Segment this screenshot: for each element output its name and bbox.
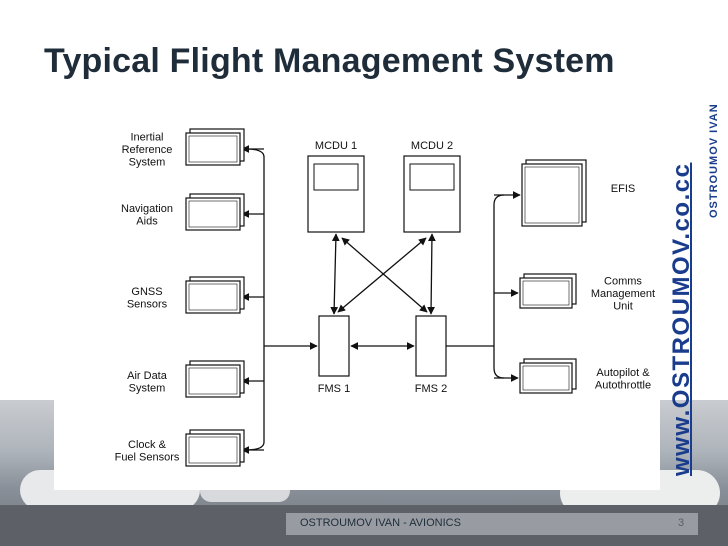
fms-label-1: FMS 2 [415, 383, 447, 395]
footer-bar [286, 513, 698, 535]
output-label-2-line-0: Autopilot & [596, 367, 650, 379]
sensor-box-1-inner [188, 200, 238, 228]
output-label-0-line-0: EFIS [611, 183, 635, 195]
sensor-label-0-line-2: System [129, 157, 166, 169]
sensor-box-2-front [185, 280, 241, 314]
sensor-bus [245, 148, 265, 451]
unit-labels: InertialReferenceSystemNavigationAidsGNS… [115, 132, 656, 464]
side-website-link[interactable]: www.OSTROUMOV.co.cc [668, 162, 695, 476]
output-box-1-inner [522, 280, 570, 306]
sensor-box-0-inner [188, 135, 238, 163]
fms-box-0 [318, 315, 350, 377]
mcdu-label-0: MCDU 1 [315, 140, 357, 152]
sensor-label-1-line-1: Aids [136, 215, 158, 227]
sensor-label-2-line-1: Sensors [127, 298, 168, 310]
sensor-box-1-front [185, 197, 241, 231]
sensor-box-4-front [185, 433, 241, 467]
output-box-2-front [519, 362, 573, 394]
mcdu-screen-0 [313, 163, 359, 191]
slide-title: Typical Flight Management System [44, 42, 615, 80]
footer-text: OSTROUMOV IVAN - AVIONICS [300, 517, 461, 529]
sensor-label-0-line-0: Inertial [130, 132, 163, 144]
output-label-1-line-2: Unit [613, 301, 633, 313]
sensor-label-1-line-0: Navigation [121, 203, 173, 215]
output-box-0-front [521, 163, 583, 227]
unit-boxes [185, 128, 587, 467]
mcdu2-fms2-link [427, 233, 436, 315]
output-label-2-line-1: Autothrottle [595, 379, 651, 391]
mcdu2-fms1-link [337, 237, 427, 313]
sensor-label-3-line-1: System [129, 382, 166, 394]
fms-label-0: FMS 1 [318, 383, 350, 395]
output-box-0-inner [524, 166, 580, 224]
sensor-box-3-front [185, 364, 241, 398]
sensor-box-0-front [185, 132, 241, 166]
page-number: 3 [678, 517, 685, 529]
mcdu-screen-1 [409, 163, 455, 191]
sensor-label-3-line-0: Air Data [127, 370, 168, 382]
sensor-box-4-inner [188, 436, 238, 464]
mcdu1-fms1-link [330, 233, 340, 315]
sensor-label-0-line-1: Reference [122, 144, 173, 156]
output-bus [493, 194, 505, 379]
side-author-label: OSTROUMOV IVAN [708, 103, 720, 218]
sensor-box-2-inner [188, 283, 238, 311]
connector-lines [241, 145, 521, 454]
output-box-1-front [519, 277, 573, 309]
output-box-2-inner [522, 365, 570, 391]
sensor-label-2-line-0: GNSS [131, 286, 162, 298]
sensor-box-3-inner [188, 367, 238, 395]
output-label-1-line-0: Comms [604, 276, 642, 288]
mcdu-label-1: MCDU 2 [411, 140, 453, 152]
output-label-1-line-1: Management [591, 288, 655, 300]
mcdu1-fms2-link [341, 237, 428, 313]
sensor-label-4-line-1: Fuel Sensors [115, 451, 180, 463]
diagram-canvas: InertialReferenceSystemNavigationAidsGNS… [115, 128, 656, 467]
fms-box-1 [415, 315, 447, 377]
sensor-label-4-line-0: Clock & [128, 439, 167, 451]
